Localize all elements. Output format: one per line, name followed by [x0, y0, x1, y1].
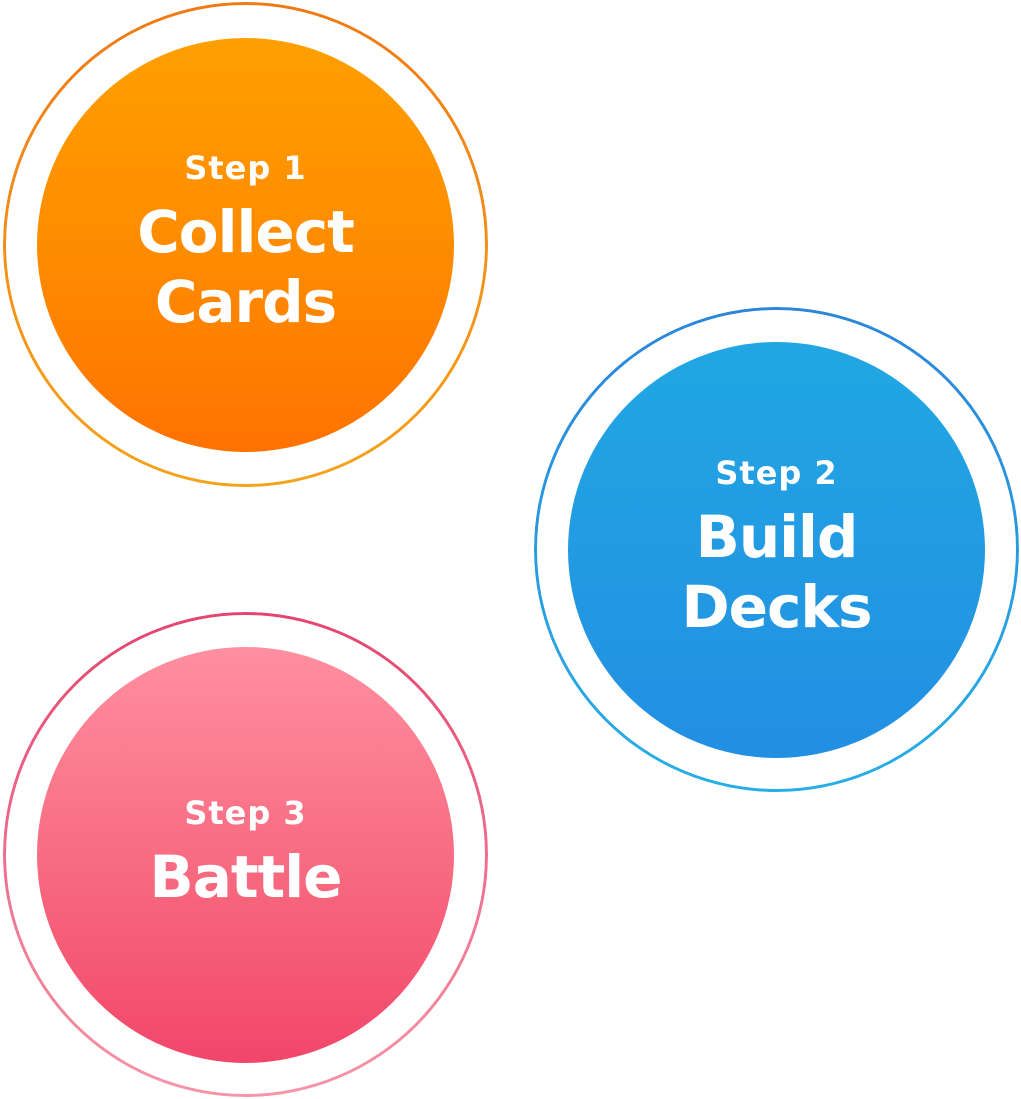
step-3-disc: Step 3 Battle — [37, 647, 454, 1063]
step-1-title-line-2: Cards — [154, 268, 337, 336]
step-3-title-line-1: Battle — [149, 843, 342, 912]
step-1-title-line-1: Collect — [137, 198, 355, 267]
step-2-disc: Step 2 Build Decks — [568, 342, 985, 758]
step-1-disc: Step 1 Collect Cards — [37, 38, 454, 452]
step-3-circle: Step 3 Battle — [3, 612, 488, 1097]
step-2-title-line-2: Decks — [681, 573, 873, 641]
step-1-label: Step 1 — [184, 149, 307, 188]
step-1-circle: Step 1 Collect Cards — [3, 2, 488, 487]
step-2-title-line-1: Build — [695, 503, 859, 572]
step-3-label: Step 3 — [184, 794, 307, 833]
step-2-label: Step 2 — [715, 454, 838, 493]
step-2-circle: Step 2 Build Decks — [534, 307, 1019, 792]
